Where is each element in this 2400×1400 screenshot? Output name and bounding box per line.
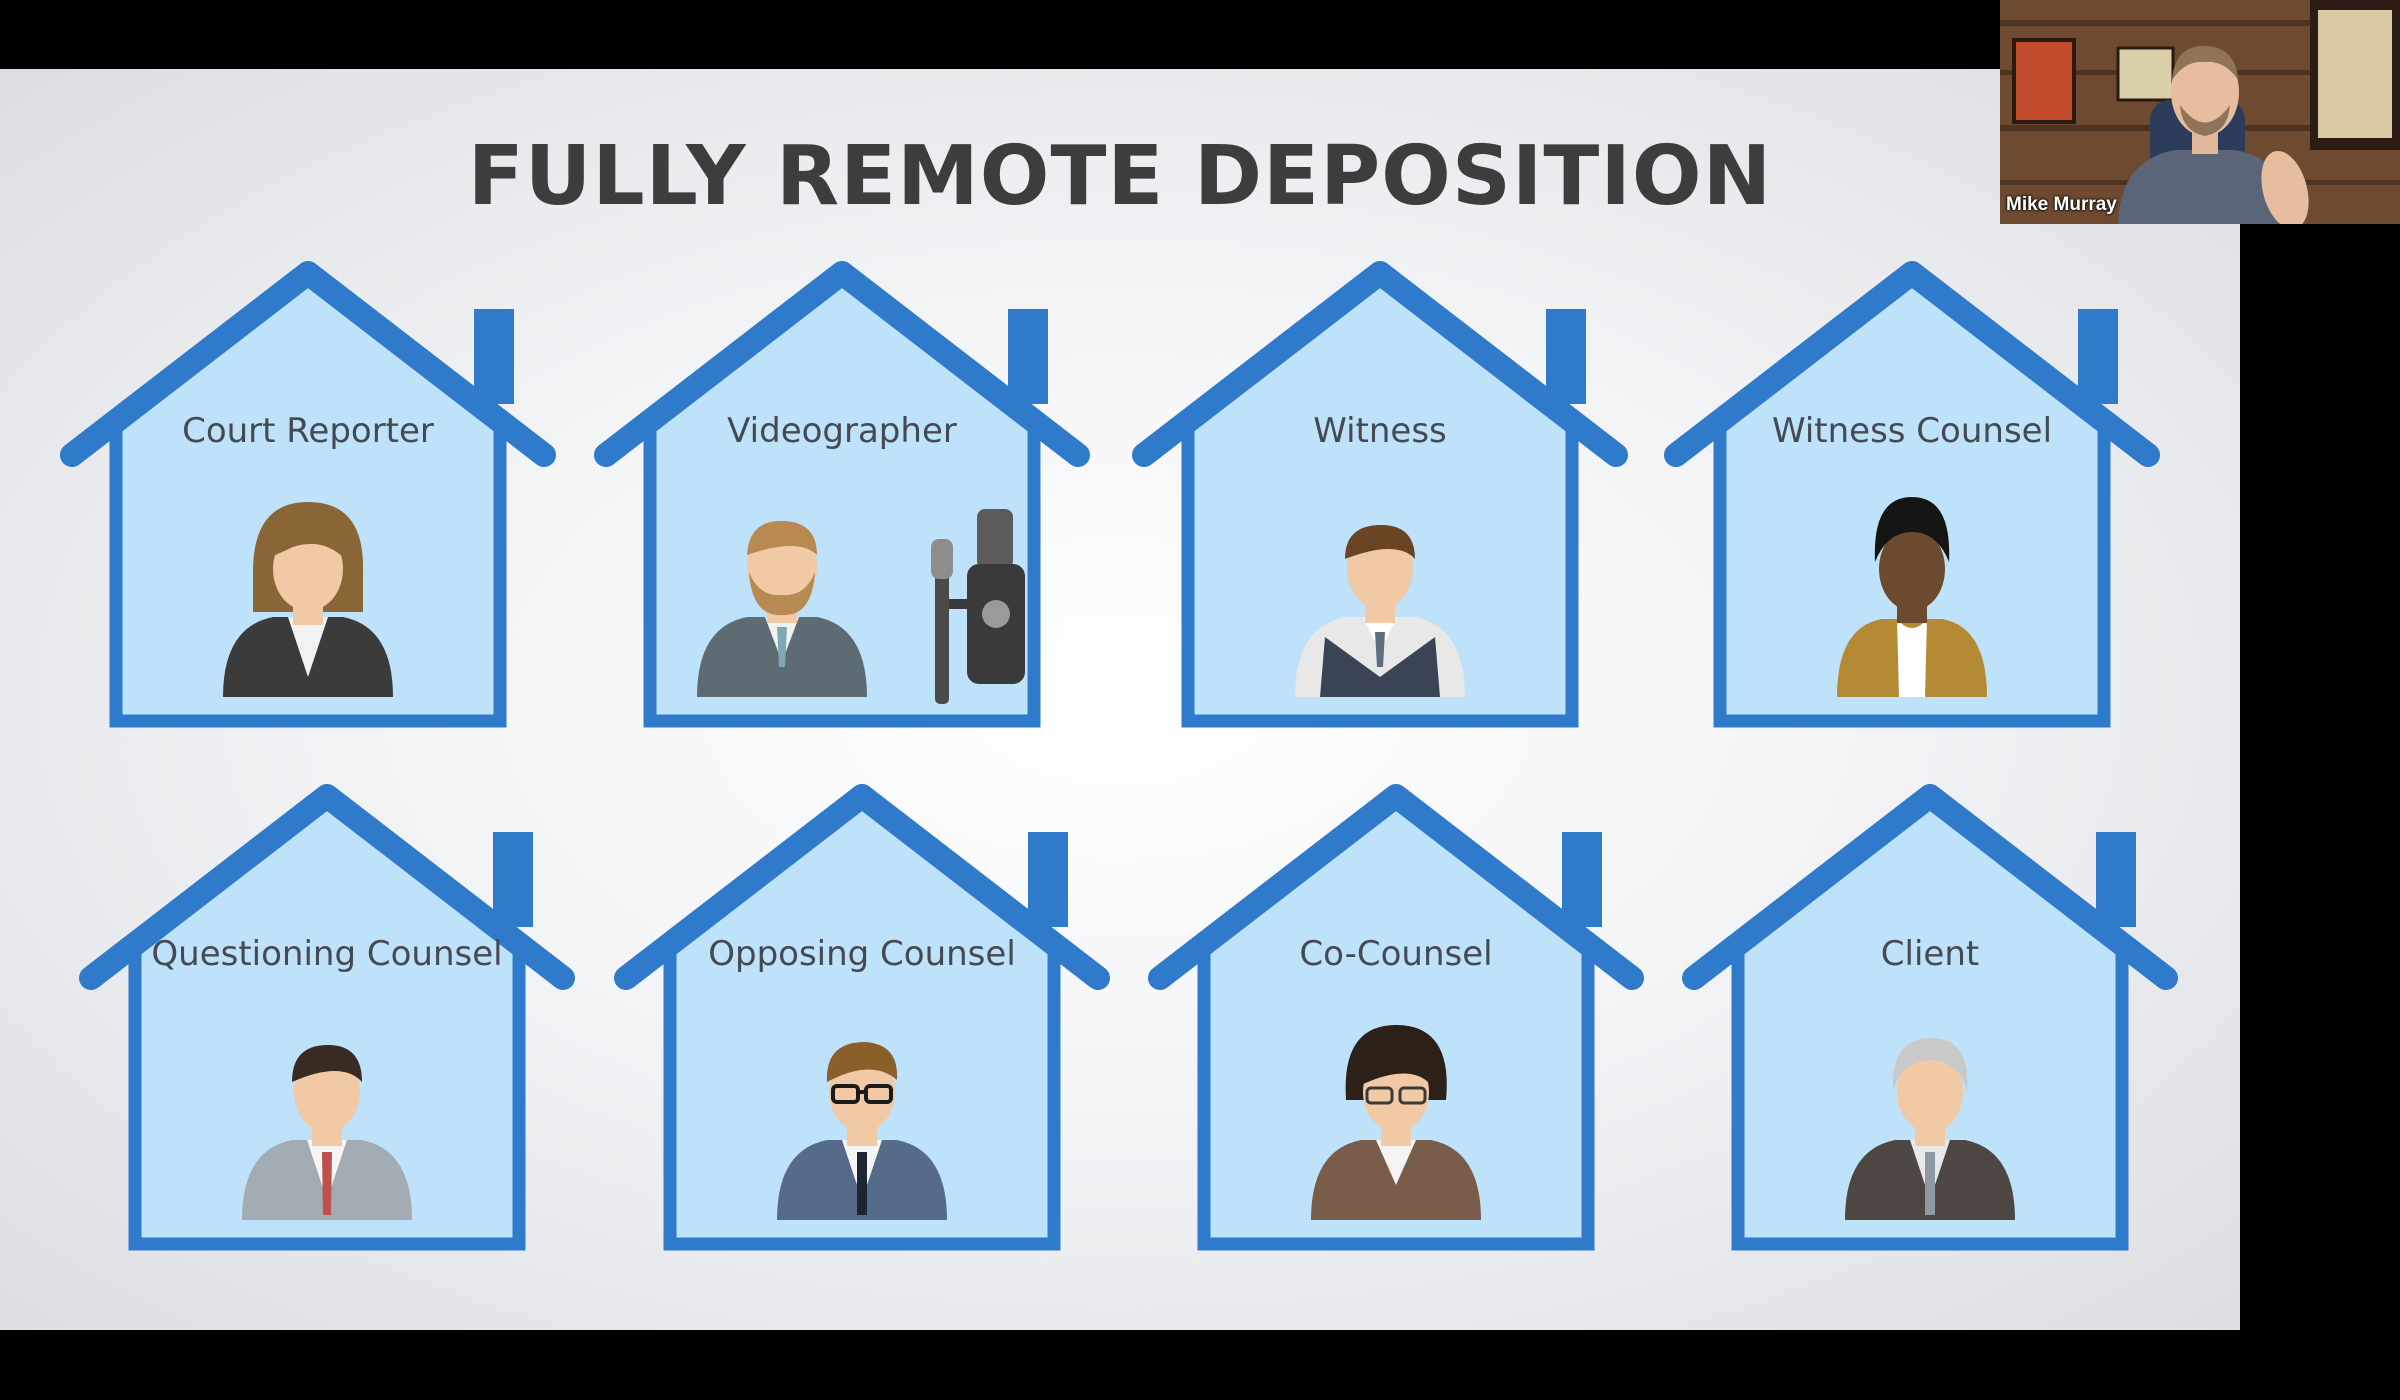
participant-name-label: Mike Murray	[2006, 194, 2117, 215]
house-witness: Witness	[1130, 259, 1630, 739]
video-camera-icon	[917, 509, 1027, 704]
house-videographer: Videographer	[592, 259, 1092, 739]
house-label: Videographer	[727, 411, 957, 451]
witness-counsel-avatar	[1817, 477, 2007, 697]
questioning-counsel-avatar	[232, 1000, 422, 1220]
house-client: Client	[1680, 782, 2180, 1262]
webcam-feed	[2000, 0, 2400, 224]
house-opposing-counsel: Opposing Counsel	[612, 782, 1112, 1262]
co-counsel-avatar	[1301, 1000, 1491, 1220]
opposing-counsel-avatar	[767, 1000, 957, 1220]
court-reporter-avatar	[213, 477, 403, 697]
house-label: Client	[1880, 934, 1980, 974]
house-witness-counsel: Witness Counsel	[1662, 259, 2162, 739]
house-label: Opposing Counsel	[708, 934, 1016, 974]
house-co-counsel: Co-Counsel	[1146, 782, 1646, 1262]
client-avatar	[1835, 1000, 2025, 1220]
witness-avatar	[1285, 477, 1475, 697]
house-court-reporter: Court Reporter	[58, 259, 558, 739]
house-label: Witness Counsel	[1771, 411, 2053, 451]
slide-title: FULLY REMOTE DEPOSITION	[467, 129, 1773, 224]
participant-video-tile[interactable]: Mike Murray	[2000, 0, 2400, 224]
presentation-slide: FULLY REMOTE DEPOSITION Court Reporter V…	[0, 69, 2240, 1330]
house-label: Witness	[1313, 411, 1447, 451]
videographer-avatar	[687, 477, 877, 697]
house-label: Questioning Counsel	[151, 934, 503, 974]
house-label: Co-Counsel	[1299, 934, 1493, 974]
house-label: Court Reporter	[182, 411, 434, 451]
house-questioning-counsel: Questioning Counsel	[77, 782, 577, 1262]
